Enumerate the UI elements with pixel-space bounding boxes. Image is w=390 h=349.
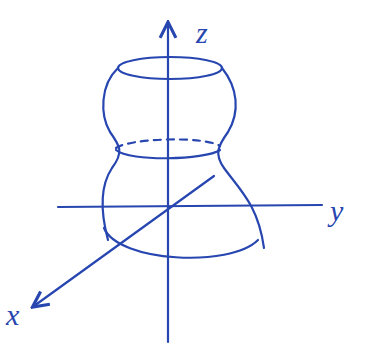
axis-label: y bbox=[330, 196, 343, 226]
z-axis bbox=[167, 24, 169, 342]
top-rim bbox=[118, 57, 222, 79]
x-axis bbox=[34, 176, 214, 306]
axis-label: x bbox=[6, 300, 19, 330]
bottom-rim bbox=[104, 228, 258, 258]
y-axis bbox=[58, 205, 322, 207]
neck-back bbox=[116, 139, 220, 148]
neck-front bbox=[116, 150, 220, 158]
left-profile bbox=[102, 68, 119, 240]
right-profile bbox=[218, 68, 264, 248]
axis-label: z bbox=[196, 18, 208, 48]
